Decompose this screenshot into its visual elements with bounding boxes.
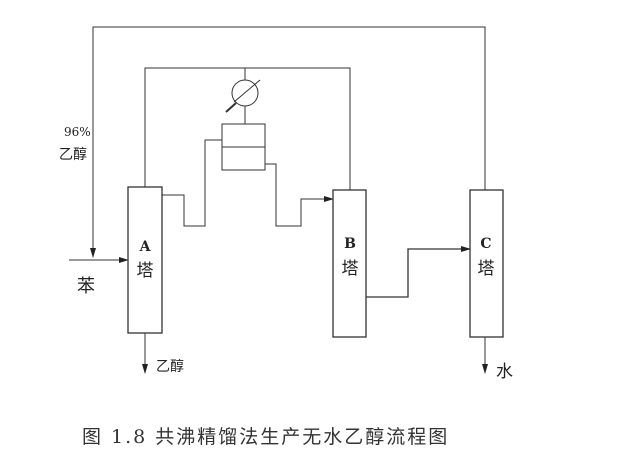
column-a	[127, 186, 163, 334]
column-b-name: 塔	[342, 259, 359, 279]
column-a-letter: A	[139, 239, 152, 255]
decanter-to-b-line	[265, 163, 334, 227]
b-to-c-line	[366, 246, 471, 298]
feed-ethanol-pct: 96%	[64, 125, 91, 139]
figure-caption: 图 1.8 共沸精馏法生产无水乙醇流程图	[82, 426, 450, 448]
column-c-letter: C	[480, 236, 491, 252]
overhead-line	[144, 67, 351, 190]
column-b	[332, 189, 367, 338]
a-side-to-decanter-line	[162, 139, 222, 227]
feed-ethanol-label: 乙醇	[59, 146, 87, 163]
column-b-letter: B	[344, 236, 356, 252]
column-c-name: 塔	[478, 259, 495, 279]
column-a-name: 塔	[137, 261, 154, 281]
recycle-line-c-to-a	[90, 26, 486, 258]
product-ethanol-label: 乙醇	[156, 358, 184, 375]
feed-benzene-label: 苯	[77, 276, 95, 297]
column-c	[469, 189, 504, 338]
product-water-label: 水	[496, 362, 513, 382]
